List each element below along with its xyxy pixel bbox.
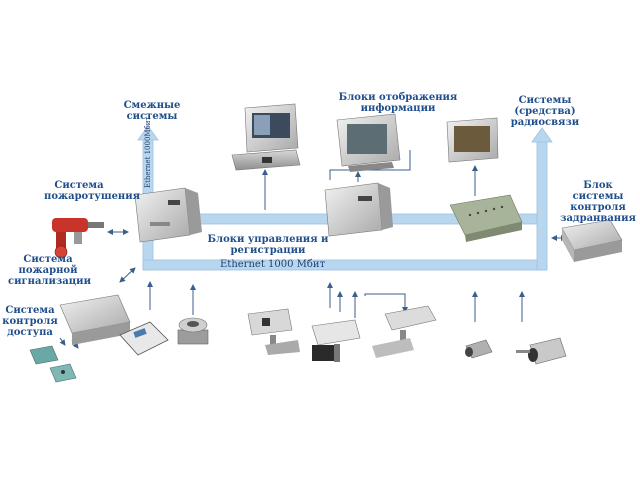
label-adjacent-systems: Смежные системы	[123, 100, 181, 122]
bus-vertical-right	[536, 139, 548, 271]
label-fire-alarm: Система пожарной сигнализации	[8, 254, 91, 287]
radio-display-icon	[446, 117, 499, 163]
camera-5-icon	[516, 337, 567, 365]
arrow-fire-alarm	[119, 267, 136, 283]
arrow-cam-4	[364, 293, 408, 313]
control-cabinet-2-icon	[324, 182, 393, 237]
registration-block-icon	[449, 194, 523, 242]
bus-arrow-adjacent-systems	[137, 125, 159, 141]
fire-monitor-icon	[52, 218, 104, 259]
bus-label-main: Ethernet 1000 Мбит	[220, 259, 326, 270]
label-control-blocks: Блоки управления и регистрации	[207, 234, 329, 256]
fire-alarm-controller-icon	[59, 294, 131, 345]
display-monitor-icon	[336, 113, 401, 172]
camera-3-icon	[372, 305, 437, 358]
camera-4-icon	[465, 339, 493, 359]
camera-2-icon	[311, 319, 361, 362]
label-fire-extinguishing: Система пожаротушения	[44, 180, 141, 202]
label-access-control: Система контроля доступа	[2, 305, 58, 338]
access-reader-icon	[29, 345, 77, 383]
tamper-control-block-icon	[561, 219, 623, 262]
label-display-blocks: Блоки отображения информации	[338, 92, 458, 114]
arrow-access-1	[59, 337, 66, 346]
control-cabinet-1-icon	[134, 187, 202, 243]
bus-main-horizontal	[142, 259, 546, 271]
dome-sensor-icon	[177, 317, 209, 345]
display-console-icon	[231, 103, 301, 171]
bus-arrow-radio	[531, 127, 553, 143]
camera-1-icon	[247, 308, 300, 355]
label-tamper-control: Блок системы контроля задранвания	[560, 180, 636, 224]
bus-label-vertical: Ethernet 1000Мбит	[144, 116, 152, 188]
detector-box-icon	[119, 321, 169, 356]
label-radio-systems: Системы (средства) радиосвязи	[510, 95, 580, 128]
